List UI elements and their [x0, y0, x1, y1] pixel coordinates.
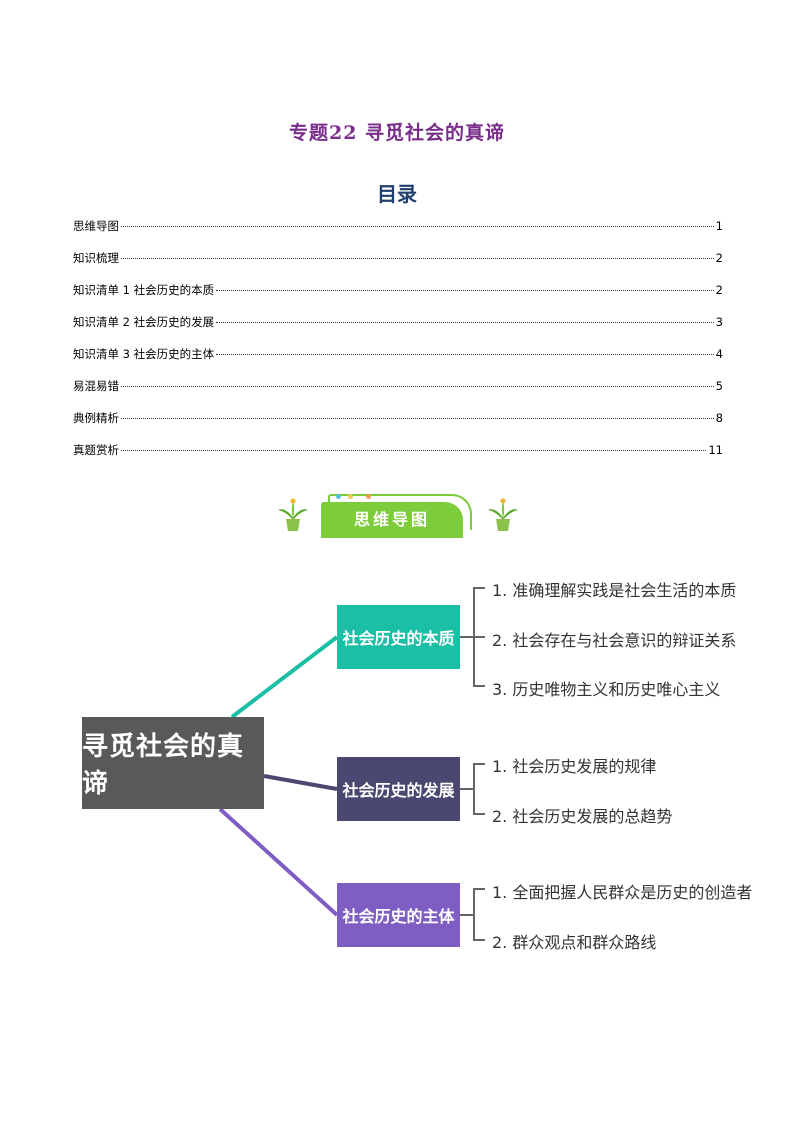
mind-map-root: 寻觅社会的真谛	[82, 717, 264, 809]
document-title: 专题22 寻觅社会的真谛	[288, 122, 506, 144]
toc-entry[interactable]: 知识清单 2 社会历史的发展 3	[73, 314, 723, 346]
leaf-node: 2. 群众观点和群众路线	[492, 933, 657, 952]
toc-leader-dots	[216, 290, 714, 291]
toc-entry-label: 易混易错	[73, 379, 119, 393]
toc-entry-page: 11	[708, 443, 723, 457]
leaf-node: 1. 准确理解实践是社会生活的本质	[492, 581, 737, 600]
toc-entry-page: 1	[715, 219, 723, 233]
toc-entry-label: 知识清单 3 社会历史的主体	[73, 347, 215, 361]
toc-leader-dots	[121, 386, 714, 387]
toc-entry-label: 真题赏析	[73, 443, 119, 457]
plant-pot-icon	[278, 498, 308, 531]
toc-leader-dots	[216, 322, 714, 323]
leaf-node: 1. 社会历史发展的规律	[492, 757, 657, 776]
toc-entry-label: 知识梳理	[73, 251, 119, 265]
toc-entry-label: 典例精析	[73, 411, 119, 425]
banner-label: 思维导图	[353, 510, 430, 529]
branch-node: 社会历史的发展	[337, 757, 460, 821]
toc-entry-page: 2	[715, 251, 723, 265]
toc-heading: 目录	[377, 182, 417, 206]
plant-pot-icon	[488, 498, 518, 531]
mind-map-connectors	[218, 587, 485, 941]
toc-entry-page: 2	[715, 283, 723, 297]
bracket-branch-1	[460, 587, 485, 687]
toc-entry-label: 知识清单 1 社会历史的本质	[73, 283, 215, 297]
toc-entry-page: 5	[715, 379, 723, 393]
mind-map: 寻觅社会的真谛 社会历史的本质 社会历史的发展 社会历史的主体 1. 准确理解实…	[0, 560, 794, 980]
toc-leader-dots	[216, 354, 714, 355]
banner-dot	[336, 494, 341, 499]
leaf-node: 2. 社会存在与社会意识的辩证关系	[492, 631, 737, 650]
toc-entry[interactable]: 典例精析 8	[73, 410, 723, 442]
leaf-node: 1. 全面把握人民群众是历史的创造者	[492, 883, 753, 902]
toc-entry-label: 思维导图	[73, 219, 119, 233]
toc-entry[interactable]: 知识清单 1 社会历史的本质 2	[73, 282, 723, 314]
bracket-branch-2	[460, 763, 485, 815]
branch-node: 社会历史的本质	[337, 605, 460, 669]
section-banner: 思维导图	[276, 492, 521, 540]
toc-entry-page: 4	[715, 347, 723, 361]
toc-entry[interactable]: 知识清单 3 社会历史的主体 4	[73, 346, 723, 378]
table-of-contents: 思维导图 1 知识梳理 2 知识清单 1 社会历史的本质 2 知识清单 2 社会…	[73, 218, 723, 474]
branch-node: 社会历史的主体	[337, 883, 460, 947]
toc-entry-page: 3	[715, 315, 723, 329]
connector-root-branch-3	[218, 807, 339, 917]
toc-entry[interactable]: 易混易错 5	[73, 378, 723, 410]
toc-entry-page: 8	[715, 411, 723, 425]
toc-leader-dots	[121, 450, 707, 451]
connector-root-branch-1	[230, 635, 339, 719]
banner-dot	[348, 494, 353, 499]
toc-entry[interactable]: 真题赏析 11	[73, 442, 723, 474]
banner-dot	[366, 494, 371, 499]
toc-entry[interactable]: 思维导图 1	[73, 218, 723, 250]
toc-leader-dots	[121, 418, 714, 419]
toc-entry[interactable]: 知识梳理 2	[73, 250, 723, 282]
toc-leader-dots	[121, 226, 714, 227]
banner-background	[321, 502, 463, 538]
leaf-node: 3. 历史唯物主义和历史唯心主义	[492, 680, 721, 699]
leaf-node: 2. 社会历史发展的总趋势	[492, 807, 673, 826]
toc-leader-dots	[121, 258, 714, 259]
connector-root-branch-2	[263, 774, 338, 791]
toc-entry-label: 知识清单 2 社会历史的发展	[73, 315, 215, 329]
bracket-branch-3	[460, 888, 485, 941]
